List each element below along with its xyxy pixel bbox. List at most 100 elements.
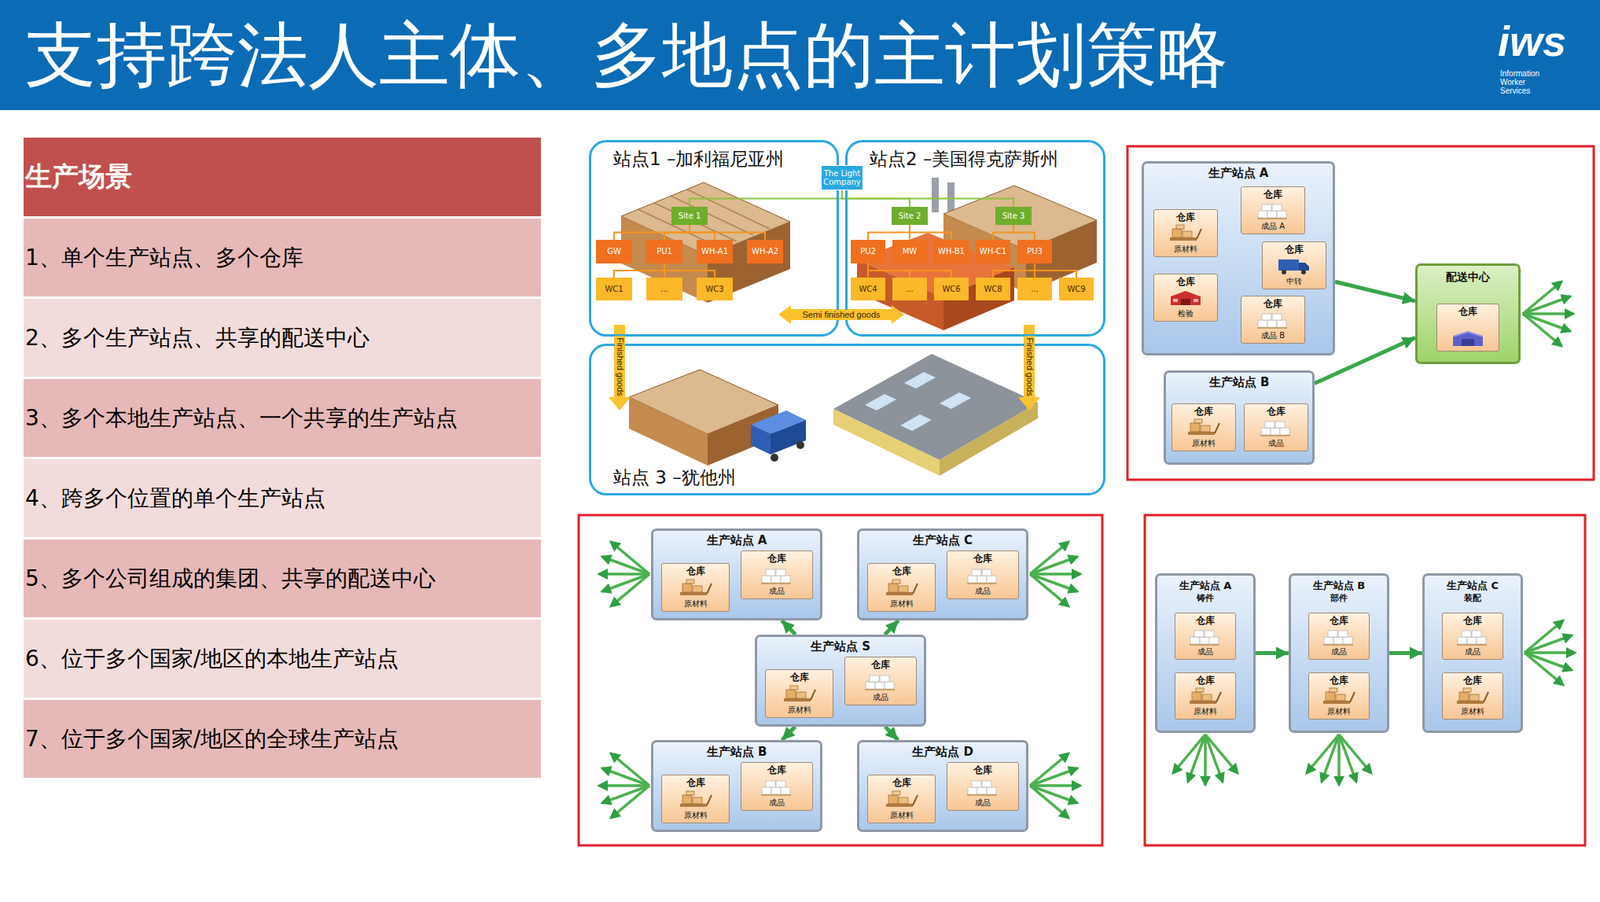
org-line bbox=[909, 224, 952, 240]
warehouse-icon bbox=[884, 790, 920, 810]
node-sublabel: 成品 bbox=[768, 586, 785, 596]
node-sublabel: 成品 bbox=[768, 798, 785, 808]
unit-box: WH-A2 bbox=[746, 239, 784, 264]
unit-box: WH-B1 bbox=[934, 239, 969, 264]
flow-label: Finished goods bbox=[614, 335, 625, 398]
node-sublabel: 原材料 bbox=[890, 599, 914, 609]
table-row: 5、多个公司组成的集团、共享的配送中心 bbox=[23, 539, 541, 618]
warehouse-box: 仓库原材料 bbox=[1171, 403, 1236, 452]
site-region: 站点1 –加利福尼亚州Site 1GWPU1WH-A1WH-A2WC1...WC… bbox=[588, 139, 839, 337]
warehouse-box: 仓库原材料 bbox=[661, 774, 730, 824]
node-label: 仓库 bbox=[1458, 305, 1478, 317]
node-label: PU3 bbox=[1026, 246, 1043, 257]
warehouse-box: 仓库成品 bbox=[844, 656, 917, 706]
flow-arrow bbox=[1389, 651, 1423, 655]
node-label: 3、多个本地生产站点、一个共享的生产站点 bbox=[25, 403, 458, 434]
node-sublabel: 原材料 bbox=[890, 810, 914, 821]
work-center-box: WC3 bbox=[696, 277, 733, 301]
node-label: 仓库 bbox=[1263, 297, 1283, 309]
unit-box: GW bbox=[595, 239, 633, 264]
warehouse-box: 仓库成品 bbox=[1243, 403, 1309, 452]
node-label: WH-A1 bbox=[701, 246, 729, 257]
node-label: WC8 bbox=[983, 284, 1002, 295]
unit-box: WH-A1 bbox=[696, 239, 733, 264]
warehouse-icon bbox=[1255, 201, 1291, 221]
warehouse-icon bbox=[1168, 224, 1203, 243]
unit-box: WH-C1 bbox=[975, 239, 1011, 264]
site-panel: 生产站点 C装配仓库成品仓库原材料 bbox=[1422, 573, 1523, 733]
node-label: 生产站点 B bbox=[653, 744, 821, 760]
unit-box: MW bbox=[892, 239, 927, 264]
org-line bbox=[993, 224, 1014, 240]
flow-label: Finished goods bbox=[1023, 335, 1034, 398]
warehouse-icon bbox=[678, 790, 714, 810]
node-label: 配送中心 bbox=[1417, 270, 1519, 285]
node-label: 仓库 bbox=[871, 658, 891, 670]
node-sublabel: 成品 bbox=[872, 692, 889, 703]
warehouse-box: 仓库成品 A bbox=[1240, 186, 1306, 235]
node-label: 仓库 bbox=[1266, 405, 1286, 417]
node-sublabel: 原材料 bbox=[787, 705, 812, 715]
node-label: PU2 bbox=[860, 246, 876, 257]
unit-box: PU1 bbox=[646, 239, 683, 264]
node-label: 仓库 bbox=[790, 671, 810, 683]
org-line bbox=[1034, 263, 1077, 278]
flow-arrow bbox=[782, 726, 796, 740]
node-label: WC9 bbox=[1066, 284, 1086, 295]
node-label: 仓库 bbox=[1195, 614, 1215, 626]
warehouse-icon bbox=[1321, 687, 1357, 707]
site-panel: 生产站点 S仓库成品仓库原材料 bbox=[754, 634, 927, 727]
warehouse-icon bbox=[759, 777, 795, 797]
node-label: WH-B1 bbox=[937, 246, 965, 257]
warehouse-icon bbox=[1455, 687, 1490, 707]
warehouse-box: 仓库原材料 bbox=[1441, 672, 1504, 720]
node-sublabel: 原材料 bbox=[1173, 244, 1198, 254]
node-sublabel: 原材料 bbox=[684, 810, 708, 821]
warehouse-box: 仓库原材料 bbox=[765, 669, 834, 718]
node-label: 5、多个公司组成的集团、共享的配送中心 bbox=[25, 563, 436, 594]
node-sublabel: 原材料 bbox=[684, 599, 708, 609]
warehouse-icon bbox=[782, 684, 817, 704]
node-label: 站点2 –美国得克萨斯州 bbox=[869, 147, 1104, 172]
warehouse-icon bbox=[1321, 627, 1357, 647]
node-label: 6、位于多个国家/地区的本地生产站点 bbox=[25, 643, 399, 674]
warehouse-box: 仓库成品 B bbox=[1240, 295, 1306, 344]
node-label: 仓库 bbox=[1463, 674, 1483, 686]
warehouse-box: 仓库成品 bbox=[946, 550, 1019, 600]
warehouse-icon bbox=[965, 777, 1001, 797]
node-sublabel: 成品 A bbox=[1261, 221, 1285, 232]
node-sublabel: 成品 bbox=[974, 798, 991, 808]
org-line bbox=[842, 190, 1014, 207]
node-label: 仓库 bbox=[686, 565, 706, 577]
node-label: ... bbox=[905, 284, 914, 295]
site-panel: 生产站点 A仓库成品 A仓库原材料仓库中转仓库检验仓库成品 B bbox=[1141, 161, 1336, 356]
node-label: 仓库 bbox=[1194, 405, 1214, 417]
org-line bbox=[868, 224, 910, 240]
flow-arrow bbox=[885, 726, 898, 740]
warehouse-box: 仓库检验 bbox=[1153, 273, 1218, 322]
node-label: 生产站点 A bbox=[1143, 165, 1333, 181]
node-label: 生产站点 S bbox=[757, 639, 924, 655]
node-label: 仓库 bbox=[1329, 614, 1349, 626]
company-box: The Light Company bbox=[820, 165, 864, 191]
node-label: 仓库 bbox=[1195, 674, 1215, 686]
logo-mark: iws bbox=[1497, 17, 1567, 65]
warehouse-icon bbox=[965, 566, 1001, 585]
node-label: Site 2 bbox=[898, 211, 922, 221]
warehouse-box: 仓库成品 bbox=[740, 761, 813, 811]
node-label: 仓库 bbox=[892, 776, 912, 788]
node-label: 仓库 bbox=[1463, 614, 1483, 626]
warehouse-box: 仓库原材料 bbox=[1308, 672, 1370, 720]
warehouse-box: 仓库原材料 bbox=[661, 562, 730, 612]
org-line bbox=[1013, 224, 1035, 240]
warehouse-icon bbox=[1168, 288, 1203, 308]
warehouse-icon bbox=[1450, 329, 1486, 349]
warehouse-icon bbox=[1188, 687, 1223, 707]
org-line bbox=[689, 224, 766, 240]
logo-subtitle: Information Worker Services bbox=[1500, 69, 1553, 96]
table-row: 3、多个本地生产站点、一个共享的生产站点 bbox=[23, 378, 541, 457]
flow-arrow bbox=[1335, 281, 1416, 302]
node-sublabel: 原材料 bbox=[1327, 706, 1351, 717]
warehouse-icon bbox=[759, 566, 795, 585]
